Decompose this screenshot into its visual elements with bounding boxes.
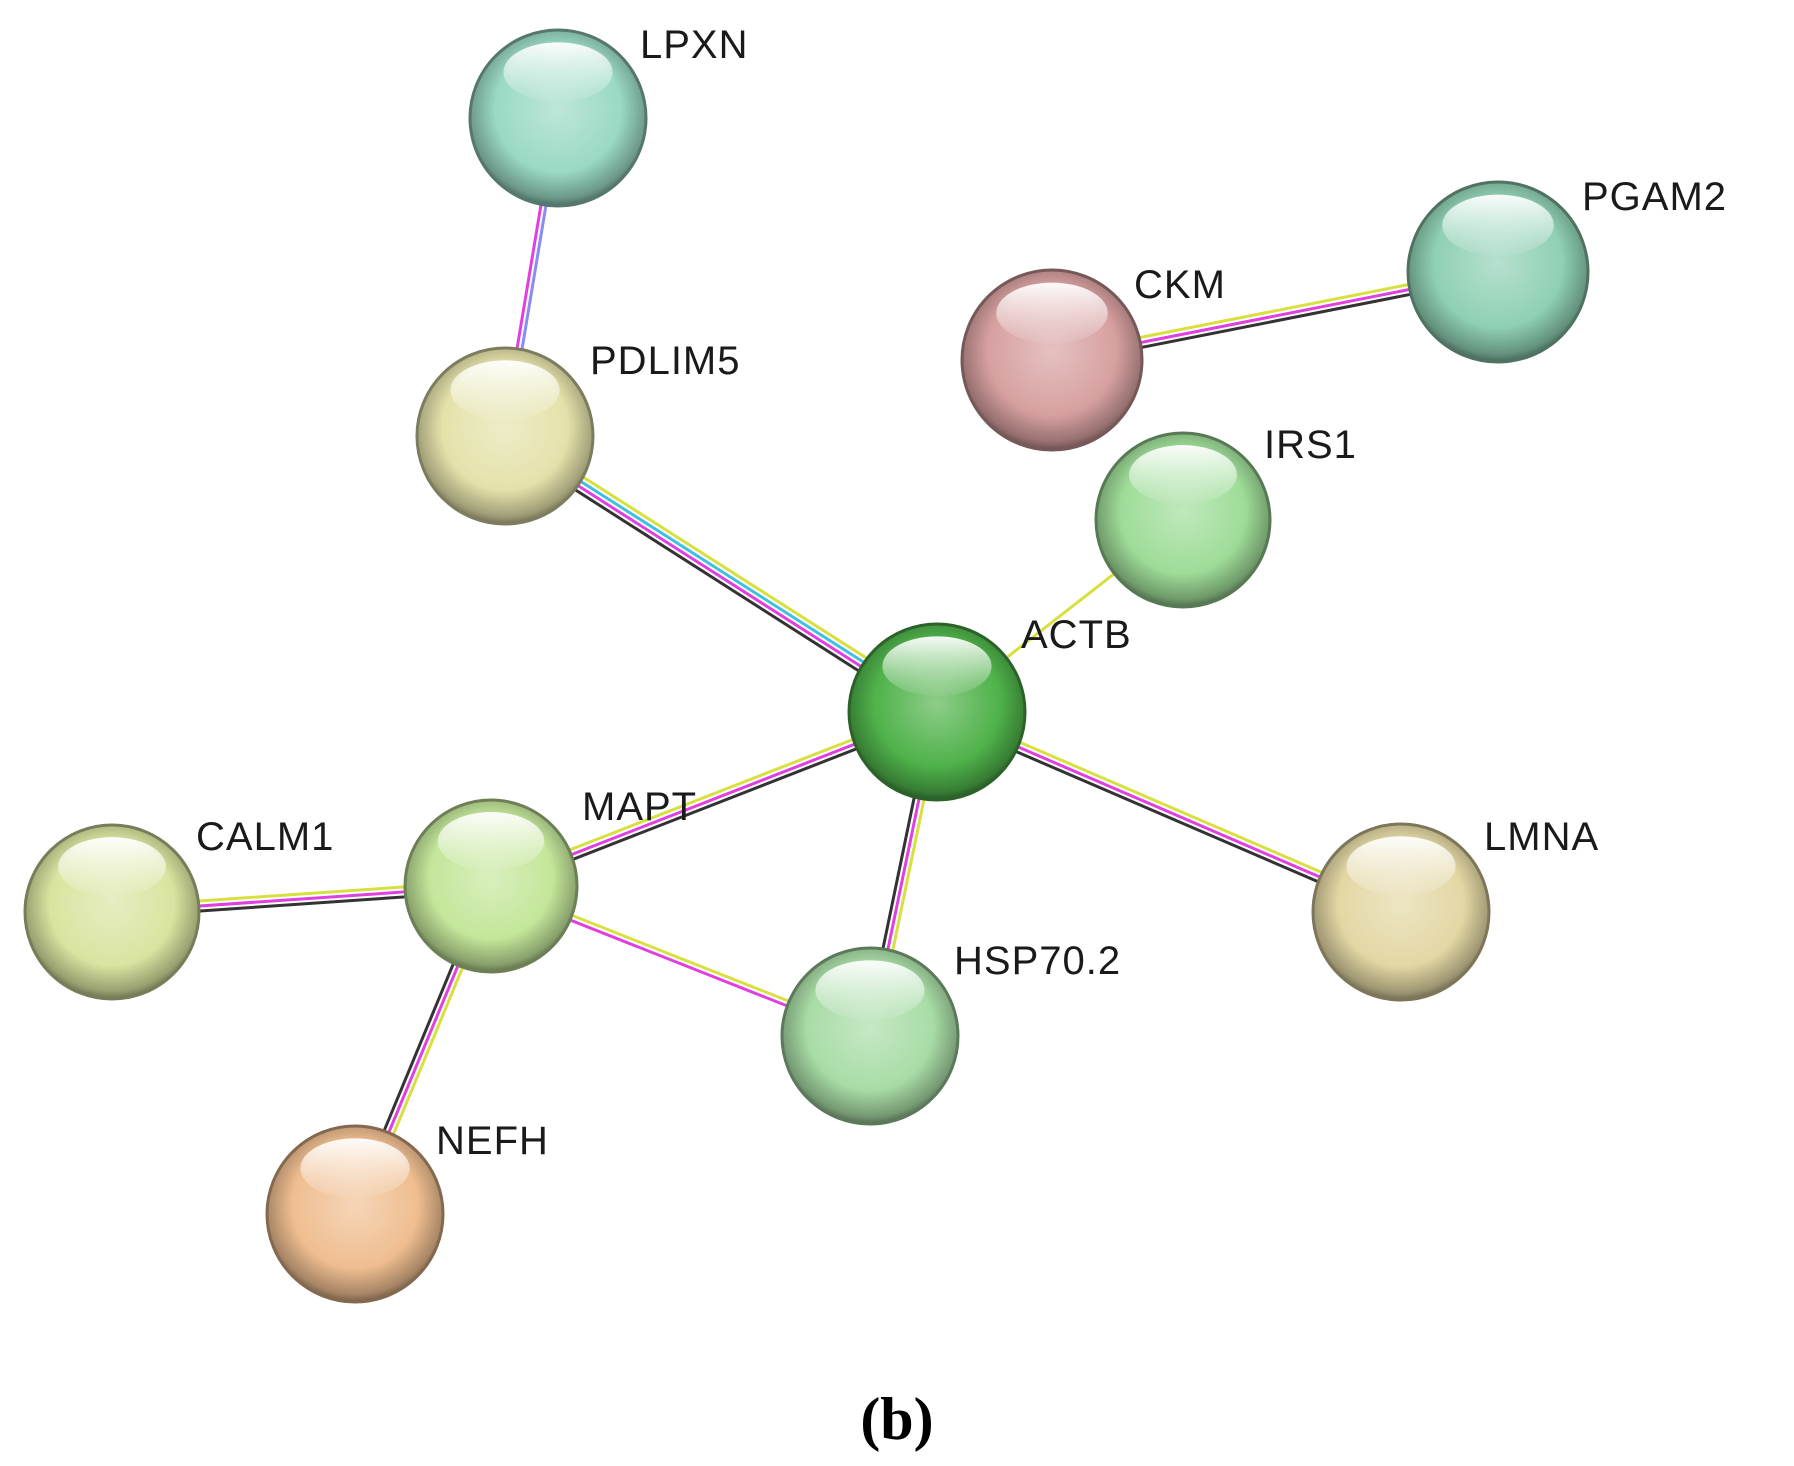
node-lmna[interactable] bbox=[1311, 822, 1491, 1002]
node-label-lpxn: LPXN bbox=[640, 23, 749, 67]
node-label-pdlim5: PDLIM5 bbox=[590, 339, 741, 383]
node-highlight bbox=[58, 837, 166, 897]
node-label-mapt: MAPT bbox=[582, 785, 697, 829]
node-highlight bbox=[1346, 836, 1456, 897]
node-hsp702[interactable] bbox=[780, 946, 960, 1126]
node-mapt[interactable] bbox=[403, 798, 579, 974]
node-ckm[interactable] bbox=[960, 268, 1144, 452]
node-highlight bbox=[437, 812, 545, 871]
node-highlight bbox=[503, 42, 613, 103]
node-highlight bbox=[450, 360, 560, 421]
node-label-nefh: NEFH bbox=[436, 1119, 549, 1163]
node-label-pgam2: PGAM2 bbox=[1582, 175, 1727, 219]
node-highlight bbox=[1129, 445, 1237, 505]
node-pgam2[interactable] bbox=[1406, 180, 1590, 364]
node-highlight bbox=[1442, 194, 1554, 256]
node-highlight bbox=[300, 1138, 410, 1199]
node-highlight bbox=[996, 282, 1108, 344]
node-label-irs1: IRS1 bbox=[1264, 423, 1357, 467]
node-label-calm1: CALM1 bbox=[196, 815, 334, 859]
node-label-actb: ACTB bbox=[1021, 613, 1132, 657]
node-lpxn[interactable] bbox=[468, 28, 648, 208]
panel-label: (b) bbox=[860, 1386, 934, 1452]
node-label-lmna: LMNA bbox=[1484, 815, 1599, 859]
node-actb[interactable] bbox=[847, 622, 1027, 802]
node-highlight bbox=[882, 636, 992, 697]
node-irs1[interactable] bbox=[1094, 431, 1272, 609]
node-nefh[interactable] bbox=[265, 1124, 445, 1304]
node-label-hsp702: HSP70.2 bbox=[954, 939, 1121, 983]
node-calm1[interactable] bbox=[23, 823, 201, 1001]
nodes-layer bbox=[23, 28, 1590, 1304]
node-pdlim5[interactable] bbox=[415, 346, 595, 526]
node-highlight bbox=[815, 960, 925, 1021]
node-label-ckm: CKM bbox=[1134, 263, 1226, 307]
